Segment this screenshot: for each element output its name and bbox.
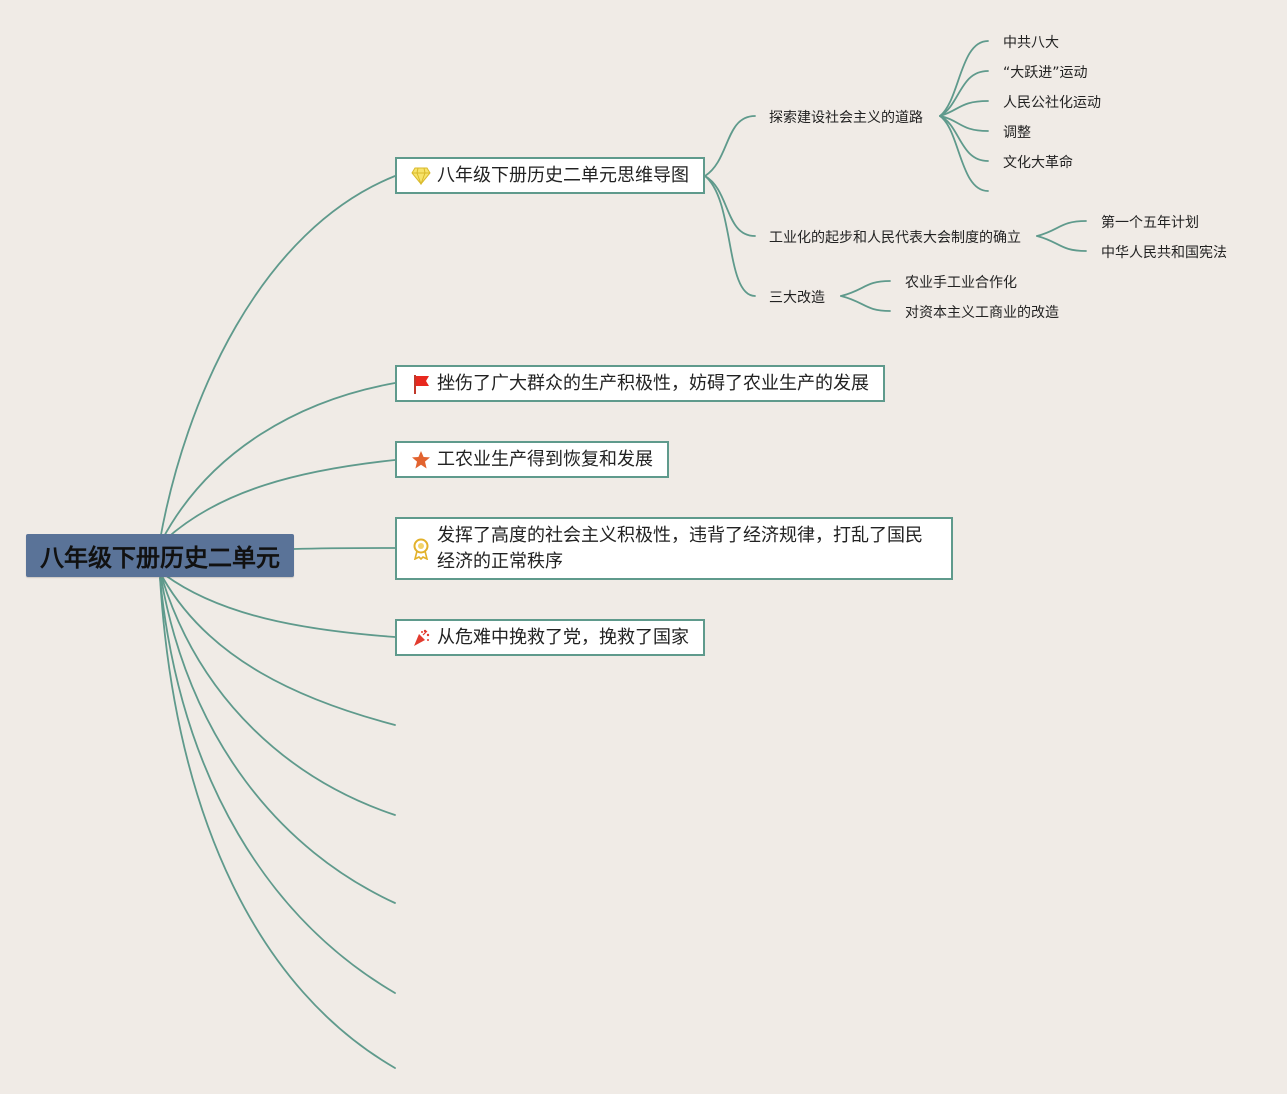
leaf-eighth-congress[interactable]: 中共八大	[1003, 35, 1059, 51]
link-sub2-c2	[1036, 235, 1087, 252]
link-sub3-c1	[840, 280, 891, 297]
link-sub3-c2	[840, 295, 891, 312]
subtopic-industrialization[interactable]: 工业化的起步和人民代表大会制度的确立	[769, 230, 1021, 246]
topic-rescue[interactable]: 从危难中挽救了党，挽救了国家	[395, 619, 705, 656]
leaf-great-leap[interactable]: “大跃进”运动	[1003, 65, 1088, 81]
link-sub1-c2	[939, 70, 989, 117]
topic-recovery[interactable]: 工农业生产得到恢复和发展	[395, 441, 669, 478]
topic-frustrated[interactable]: 挫伤了广大群众的生产积极性，妨碍了农业生产的发展	[395, 365, 885, 402]
leaf-peoples-commune[interactable]: 人民公社化运动	[1003, 95, 1101, 111]
link-root-topic4	[293, 547, 396, 550]
topic-label: 从危难中挽救了党，挽救了国家	[437, 626, 689, 648]
subtopic-three-transformations[interactable]: 三大改造	[769, 290, 825, 306]
diamond-icon	[411, 166, 431, 186]
topic-enthusiasm[interactable]: 发挥了高度的社会主义积极性，违背了经济规律，打乱了国民经济的正常秩序	[395, 517, 953, 580]
link-root-topic3	[164, 459, 396, 541]
link-sub1-c4	[939, 115, 989, 132]
subtopic-explore-path[interactable]: 探索建设社会主义的道路	[769, 110, 923, 126]
leaf-adjustment[interactable]: 调整	[1003, 125, 1031, 141]
leaf-capitalist-commerce-reform[interactable]: 对资本主义工商业的改造	[905, 305, 1059, 321]
link-sub1-c6	[939, 115, 989, 192]
leaf-cultural-revolution[interactable]: 文化大革命	[1003, 155, 1073, 171]
link-sub2-c1	[1036, 220, 1087, 237]
link-root-topic2	[161, 382, 396, 541]
award-ribbon-icon	[411, 538, 431, 560]
link-root-empty1	[162, 577, 396, 726]
link-root-topic5	[164, 574, 396, 638]
red-flag-icon	[411, 374, 431, 394]
leaf-five-year-plan[interactable]: 第一个五年计划	[1101, 215, 1199, 231]
link-sub1-c5	[939, 115, 989, 162]
topic-label: 八年级下册历史二单元思维导图	[437, 164, 689, 186]
link-topic1-sub3	[704, 175, 756, 297]
topic-label: 发挥了高度的社会主义积极性，违背了经济规律，打乱了国民经济的正常秩序	[437, 524, 923, 572]
link-root-empty2	[161, 577, 396, 816]
orange-star-icon	[411, 450, 431, 470]
topic-mindmap[interactable]: 八年级下册历史二单元思维导图	[395, 157, 705, 194]
link-root-topic1	[159, 175, 396, 541]
link-root-empty4	[159, 577, 396, 994]
link-topic1-sub2	[704, 175, 756, 237]
link-root-empty5	[159, 577, 396, 1069]
root-topic[interactable]: 八年级下册历史二单元	[26, 534, 294, 577]
party-popper-icon	[411, 628, 431, 648]
link-sub1-c3	[939, 100, 989, 117]
topic-label: 挫伤了广大群众的生产积极性，妨碍了农业生产的发展	[437, 372, 869, 394]
link-topic1-sub1	[704, 115, 756, 177]
leaf-agri-handicraft-coop[interactable]: 农业手工业合作化	[905, 275, 1017, 291]
link-sub1-c1	[939, 40, 989, 117]
topic-label: 工农业生产得到恢复和发展	[437, 448, 653, 470]
link-root-empty3	[160, 577, 396, 904]
leaf-constitution[interactable]: 中华人民共和国宪法	[1101, 245, 1227, 261]
